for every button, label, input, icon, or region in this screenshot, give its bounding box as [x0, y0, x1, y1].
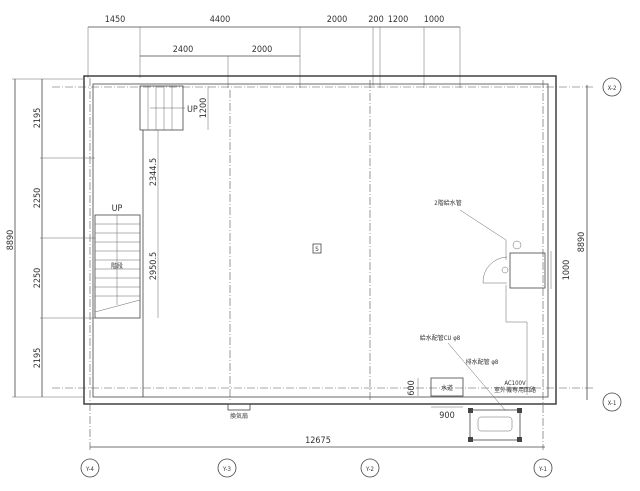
outdoor-unit	[468, 408, 522, 442]
dim-sub-1: 2400	[173, 45, 194, 55]
dim-bottom-total: 12675	[305, 436, 331, 446]
grid-label-y4: Y-4	[85, 466, 95, 473]
dim-door-1000: 1000	[562, 260, 572, 281]
label-circuit: 室外機専用回路	[494, 386, 536, 394]
grid-label-x1: X-1	[608, 400, 617, 407]
entrance	[459, 209, 546, 395]
left-dimensions: 8890 2195 2250 2250 2195	[6, 78, 95, 398]
dim-right-total: 8890	[577, 232, 587, 253]
lower-stair: UP 階段 2344.5 2950.5	[94, 130, 159, 319]
dim-sub-2: 2000	[252, 45, 273, 55]
dim-stair-2344: 2344.5	[149, 158, 159, 186]
label-2f-water-pipe: 2階給水管	[434, 199, 461, 207]
grid-lines	[52, 78, 595, 450]
vent-fan-box	[227, 403, 251, 411]
dim-900: 900	[439, 411, 454, 421]
dim-left-2: 2250	[33, 188, 43, 209]
grid-label-y2: Y-2	[365, 466, 374, 473]
label-ac100v: AC100V	[504, 380, 526, 387]
up-label-upper: UP	[187, 105, 198, 115]
dim-left-4: 2195	[33, 348, 43, 369]
dim-left-1: 2195	[33, 108, 43, 129]
stairs-label: 階段	[111, 262, 123, 270]
dim-stair-2950: 2950.5	[149, 252, 159, 280]
dim-top-2: 4400	[210, 15, 231, 25]
dim-top-5: 1200	[388, 15, 409, 25]
dim-top-6: 1000	[424, 15, 445, 25]
grid-label-y1: Y-1	[538, 466, 547, 473]
upper-stair: UP 1200	[139, 85, 209, 131]
water-label: 水道	[441, 384, 453, 392]
vent-fan-label: 換気扇	[230, 412, 248, 420]
grid-markers: X-2 X-1 Y-4 Y-3 Y-2 Y-1	[80, 77, 622, 478]
walls	[83, 75, 557, 405]
label-drain-pipe: 排水配管 φ8	[466, 358, 499, 366]
dim-left-total: 8890	[6, 230, 16, 251]
dim-600: 600	[407, 380, 417, 395]
dim-top-3: 2000	[327, 15, 348, 25]
label-supply-pipe: 給水配管CU φ8	[420, 334, 461, 342]
water-box	[430, 377, 464, 397]
top-dimensions: 1450 4400 2000 200 1200 1000 2400 2000	[87, 15, 461, 88]
center-mark: S	[315, 246, 319, 253]
dim-stair-1200: 1200	[199, 98, 209, 119]
dim-top-4: 200	[368, 15, 383, 25]
right-dimensions: 8890 1000	[550, 85, 588, 400]
up-label-lower: UP	[112, 204, 123, 214]
grid-label-x2: X-2	[608, 85, 617, 92]
dim-left-3: 2250	[33, 268, 43, 289]
dim-top-1: 1450	[105, 15, 126, 25]
center-mark-box	[312, 243, 322, 254]
grid-label-y3: Y-3	[222, 466, 231, 473]
